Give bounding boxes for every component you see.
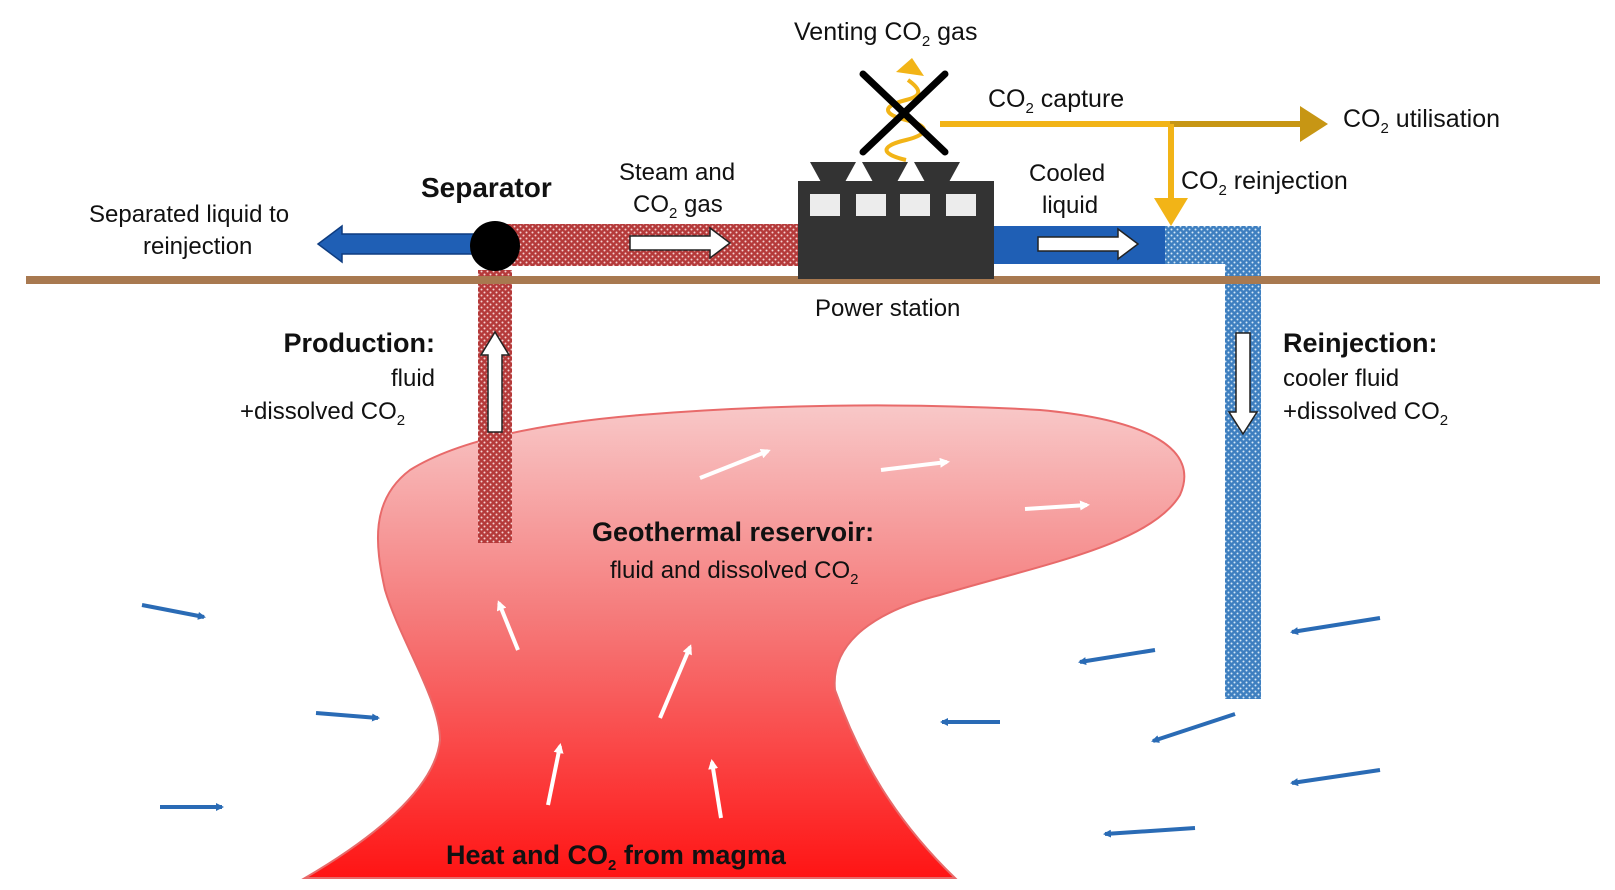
production-flow-arrow — [479, 330, 511, 433]
reservoir-subtitle: fluid and dissolved CO2 — [610, 557, 858, 588]
venting-label: Venting CO2 gas — [794, 18, 977, 50]
cooled-liquid-label-line1: Cooled — [1029, 160, 1105, 187]
production-line1: fluid — [391, 365, 435, 392]
reservoir-flow-arrows — [496, 448, 1090, 819]
reinjection-well — [1225, 226, 1261, 699]
geothermal-reservoir — [301, 404, 1186, 879]
venting-cross-icon — [859, 70, 949, 156]
venting-swirl — [884, 78, 926, 162]
co2-capture-label: CO2 capture — [988, 85, 1124, 117]
power-station-label: Power station — [815, 295, 960, 322]
reinjection-flow-arrow — [1227, 332, 1259, 436]
separated-liquid-label-line1: Separated liquid to — [89, 201, 289, 228]
co2-utilisation-label: CO2 utilisation — [1343, 105, 1500, 137]
production-line2: +dissolved CO2 — [240, 398, 405, 429]
cooled-liquid-label-line2: liquid — [1042, 192, 1098, 219]
right-inflow-arrows — [940, 616, 1381, 838]
reinjection-line1: cooler fluid — [1283, 365, 1399, 392]
co2-reinjection-label: CO2 reinjection — [1181, 167, 1348, 199]
co2-utilisation-arrowhead — [1300, 106, 1328, 142]
reinjection-line2: +dissolved CO2 — [1283, 398, 1448, 429]
separator-vessel — [470, 221, 520, 271]
left-inflow-arrows — [141, 603, 380, 811]
power-station — [798, 162, 994, 279]
steam-label-line1: Steam and — [619, 159, 735, 186]
steam-label-line2: CO2 gas — [633, 191, 723, 222]
reinjection-title: Reinjection: — [1283, 328, 1438, 358]
separator-label: Separator — [421, 172, 552, 203]
reservoir-title: Geothermal reservoir: — [592, 517, 874, 547]
steam-flow-arrow — [629, 226, 732, 260]
cooled-flow-arrow — [1037, 227, 1140, 261]
co2-reinjection-arrowhead — [1154, 198, 1188, 226]
separated-liquid-label-line2: reinjection — [143, 233, 252, 260]
venting-arrowhead — [896, 58, 924, 76]
magma-label: Heat and CO2 from magma — [446, 840, 787, 874]
separated-liquid-arrow — [316, 224, 496, 264]
production-title: Production: — [284, 328, 435, 358]
